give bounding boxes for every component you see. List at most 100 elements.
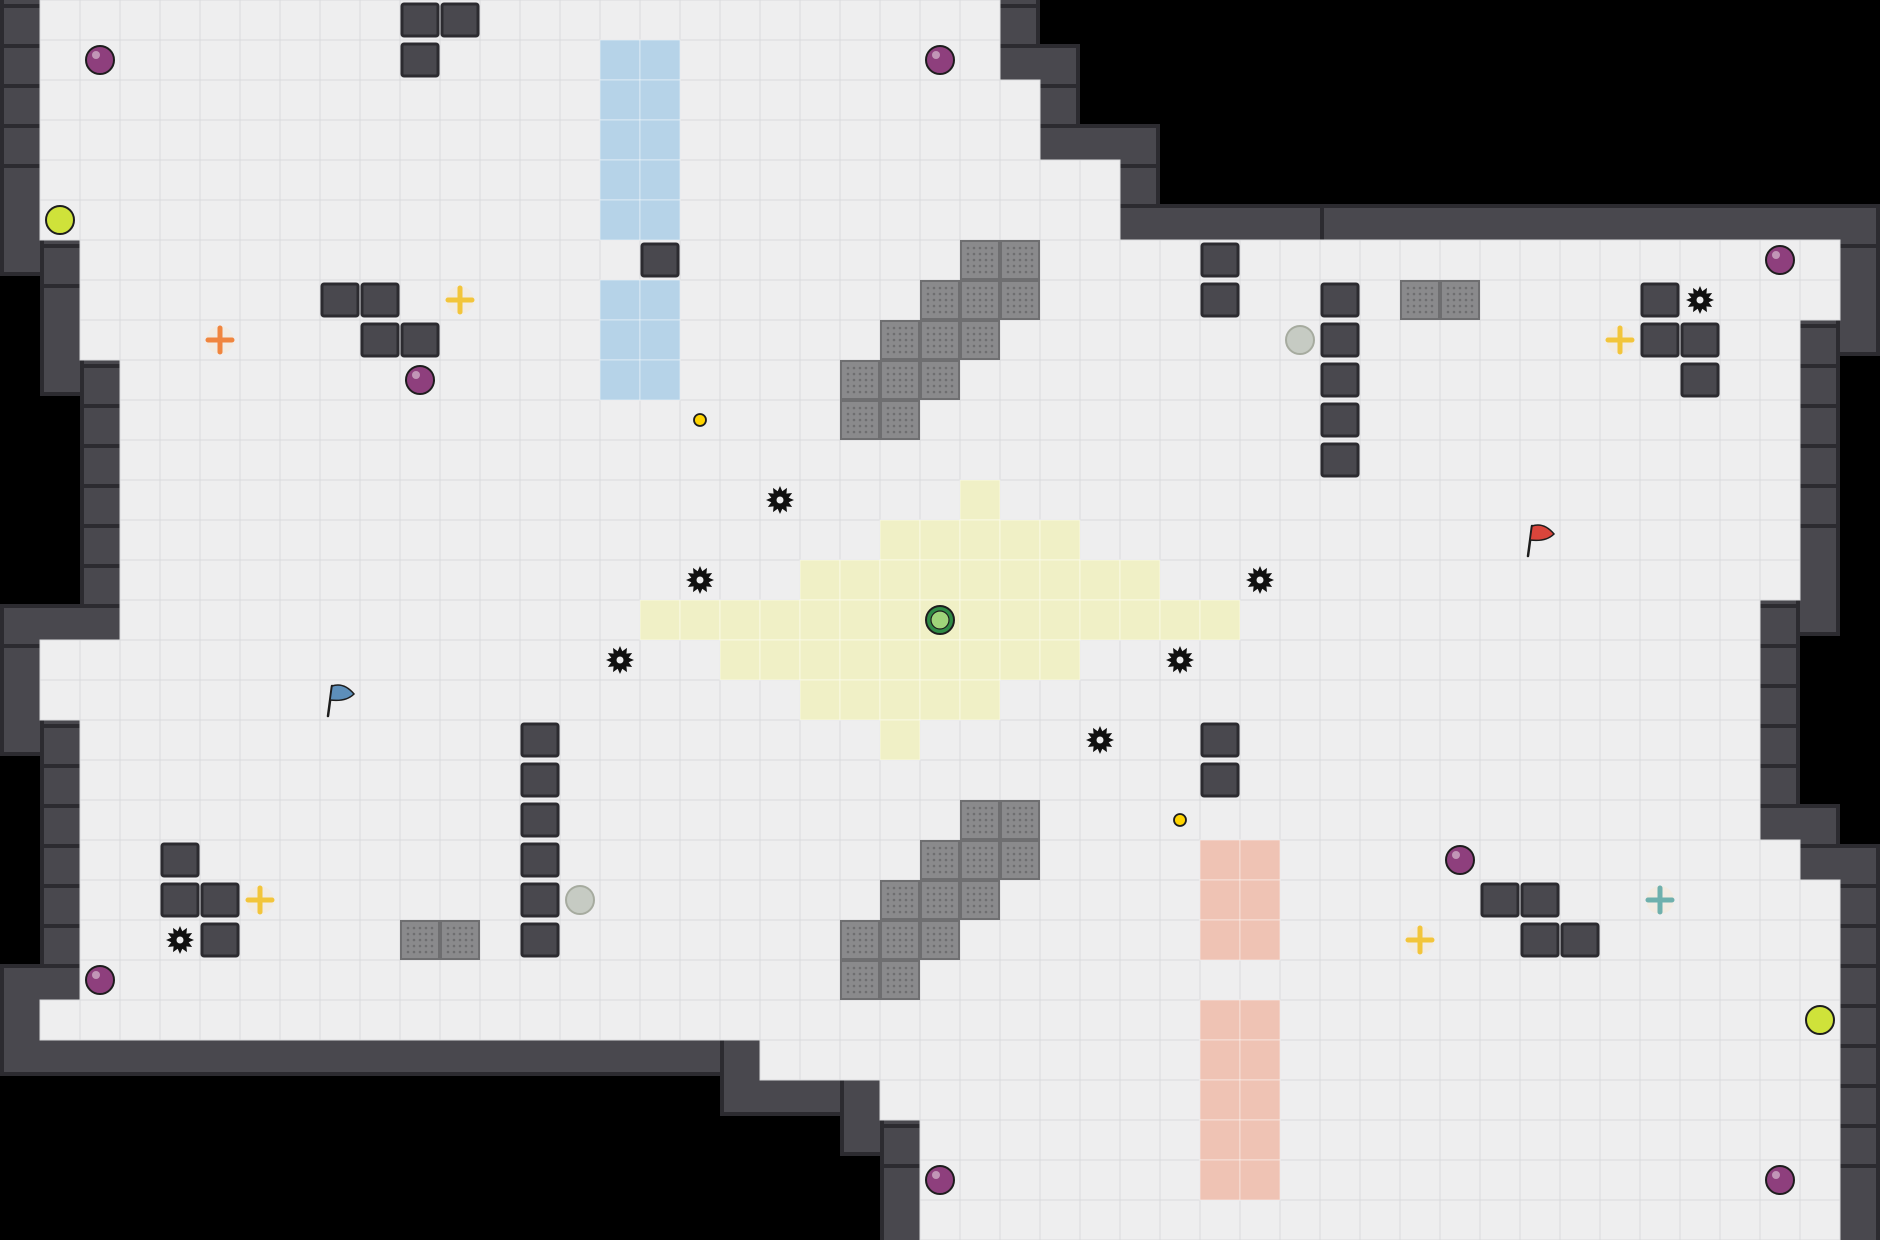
gate-dot	[950, 338, 954, 342]
gate-dot	[910, 424, 914, 428]
speed-boost[interactable]	[1405, 925, 1435, 955]
gate-dot	[846, 926, 850, 930]
wall-block	[1560, 922, 1600, 958]
gate-dot	[1446, 298, 1450, 302]
floor-tile	[439, 439, 481, 481]
spike[interactable]	[606, 646, 634, 674]
floor-tile	[759, 999, 801, 1041]
floor-tile	[1679, 1199, 1721, 1240]
floor-tile	[279, 279, 321, 321]
spike[interactable]	[766, 486, 794, 514]
floor-tile	[439, 639, 481, 681]
floor-tile	[1479, 839, 1521, 881]
wall-block	[1200, 762, 1240, 798]
floor-tile	[1759, 559, 1801, 601]
gate-dot	[864, 990, 868, 994]
gate-dot	[950, 310, 954, 314]
spike[interactable]	[686, 566, 714, 594]
speed-boost[interactable]	[1605, 325, 1635, 355]
gate-dot	[972, 338, 976, 342]
floor-tile	[1359, 919, 1401, 961]
floor-tile	[479, 919, 521, 961]
yellow-zone-tile	[959, 639, 1001, 681]
bomb[interactable]	[1765, 1165, 1795, 1195]
powerup[interactable]	[1805, 1005, 1835, 1035]
bomb[interactable]	[85, 45, 115, 75]
floor-tile	[1679, 839, 1721, 881]
floor-tile	[1599, 1199, 1641, 1240]
speed-boost[interactable]	[205, 325, 235, 355]
floor-tile	[1319, 679, 1361, 721]
floor-tile	[559, 279, 601, 321]
floor-tile	[1479, 799, 1521, 841]
bomb[interactable]	[925, 45, 955, 75]
floor-tile	[1279, 479, 1321, 521]
gate-dot	[950, 926, 954, 930]
bomb[interactable]	[1765, 245, 1795, 275]
floor-tile	[279, 679, 321, 721]
floor-tile	[1119, 839, 1161, 881]
spike[interactable]	[1686, 286, 1714, 314]
floor-tile	[1239, 239, 1281, 281]
gate-dot	[858, 424, 862, 428]
gate-dot	[1006, 252, 1010, 256]
bomb[interactable]	[1445, 845, 1475, 875]
floor-tile	[1359, 439, 1401, 481]
gate-dot	[858, 944, 862, 948]
gate-dot	[926, 904, 930, 908]
floor-tile	[799, 719, 841, 761]
bomb[interactable]	[925, 1165, 955, 1195]
gate-dot	[892, 944, 896, 948]
floor-tile	[999, 999, 1041, 1041]
red-team-zone-tile	[1239, 1079, 1281, 1121]
powerup[interactable]	[45, 205, 75, 235]
blue-flag[interactable]	[326, 684, 356, 718]
bomb[interactable]	[85, 965, 115, 995]
gate-dot	[910, 886, 914, 890]
gate-dot	[910, 430, 914, 434]
floor-tile	[79, 679, 121, 721]
gate-dot	[1006, 864, 1010, 868]
floor-tile	[1639, 399, 1681, 441]
gate-dot	[1012, 806, 1016, 810]
speed-boost[interactable]	[245, 885, 275, 915]
gate-dot	[1412, 304, 1416, 308]
speed-boost[interactable]	[1645, 885, 1675, 915]
spike[interactable]	[1166, 646, 1194, 674]
portal[interactable]	[1173, 813, 1187, 827]
gate-dot	[1006, 298, 1010, 302]
floor-tile	[1719, 599, 1761, 641]
floor-tile	[279, 719, 321, 761]
gate-dot	[1424, 310, 1428, 314]
floor-tile	[1759, 1119, 1801, 1161]
floor-tile	[1519, 959, 1561, 1001]
floor-tile	[1359, 639, 1401, 681]
floor-tile	[1639, 1119, 1681, 1161]
spike[interactable]	[166, 926, 194, 954]
gate-dot	[904, 966, 908, 970]
bomb[interactable]	[405, 365, 435, 395]
floor-tile	[1639, 1079, 1681, 1121]
floor-tile	[1039, 759, 1081, 801]
floor-tile	[199, 399, 241, 441]
floor-button[interactable]	[565, 885, 595, 915]
floor-button[interactable]	[1285, 325, 1315, 355]
floor-tile	[799, 199, 841, 241]
wall-block	[1520, 882, 1560, 918]
floor-tile	[919, 719, 961, 761]
spike[interactable]	[1086, 726, 1114, 754]
neutral-flag[interactable]	[925, 605, 955, 635]
gate-dot	[978, 830, 982, 834]
wall-block	[1480, 882, 1520, 918]
spike[interactable]	[1246, 566, 1274, 594]
red-flag[interactable]	[1526, 524, 1556, 558]
floor-tile	[1319, 1119, 1361, 1161]
speed-boost[interactable]	[445, 285, 475, 315]
gate-dot	[972, 252, 976, 256]
gate-dot	[1412, 286, 1416, 290]
portal[interactable]	[693, 413, 707, 427]
floor-tile	[1359, 759, 1401, 801]
gate-dot	[1030, 252, 1034, 256]
floor-tile	[1159, 1119, 1201, 1161]
gate-tile	[440, 920, 480, 960]
